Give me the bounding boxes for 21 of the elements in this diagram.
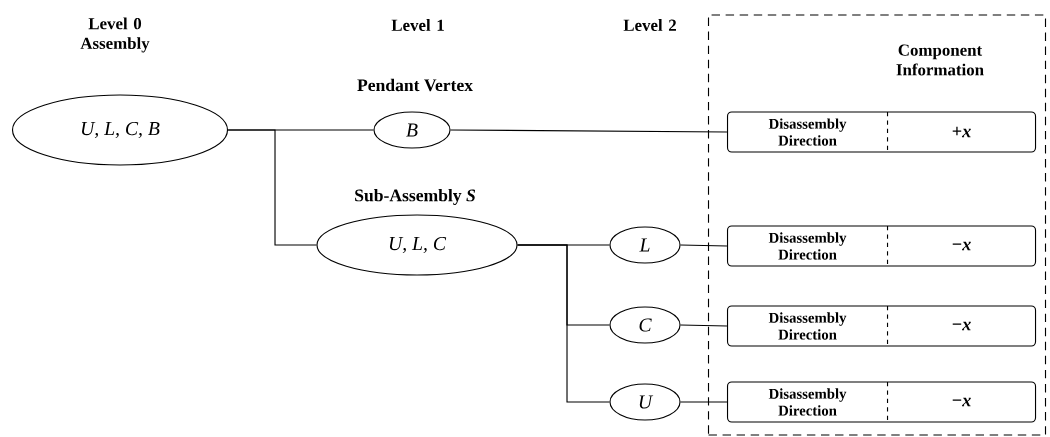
level-heading: Level 1 xyxy=(391,19,444,31)
component-row: Disassembly Direction −x xyxy=(726,381,1037,423)
ellipse-node: U xyxy=(609,383,681,421)
connector-line xyxy=(680,324,728,327)
connector-line xyxy=(680,401,728,403)
ellipse-node: C xyxy=(609,306,681,344)
connector-line xyxy=(227,129,317,246)
connector-line xyxy=(680,244,728,247)
ellipse-node: L xyxy=(609,226,681,264)
connector-line xyxy=(517,244,610,403)
node-caption: Pendant Vertex xyxy=(357,78,473,92)
connector-line xyxy=(450,129,728,133)
component-row: Disassembly Direction +x xyxy=(726,111,1037,153)
component-row: Disassembly Direction −x xyxy=(726,305,1037,347)
ellipse-node: B xyxy=(373,111,451,149)
level-heading: Level 0 Assembly xyxy=(80,17,150,53)
node-caption: Sub-Assembly S xyxy=(355,189,476,205)
ellipse-node: U, L, C, B xyxy=(11,94,229,166)
component-row: Disassembly Direction −x xyxy=(726,225,1037,267)
level-heading: Level 2 xyxy=(623,19,676,31)
ellipse-node: U, L, C xyxy=(316,214,518,276)
